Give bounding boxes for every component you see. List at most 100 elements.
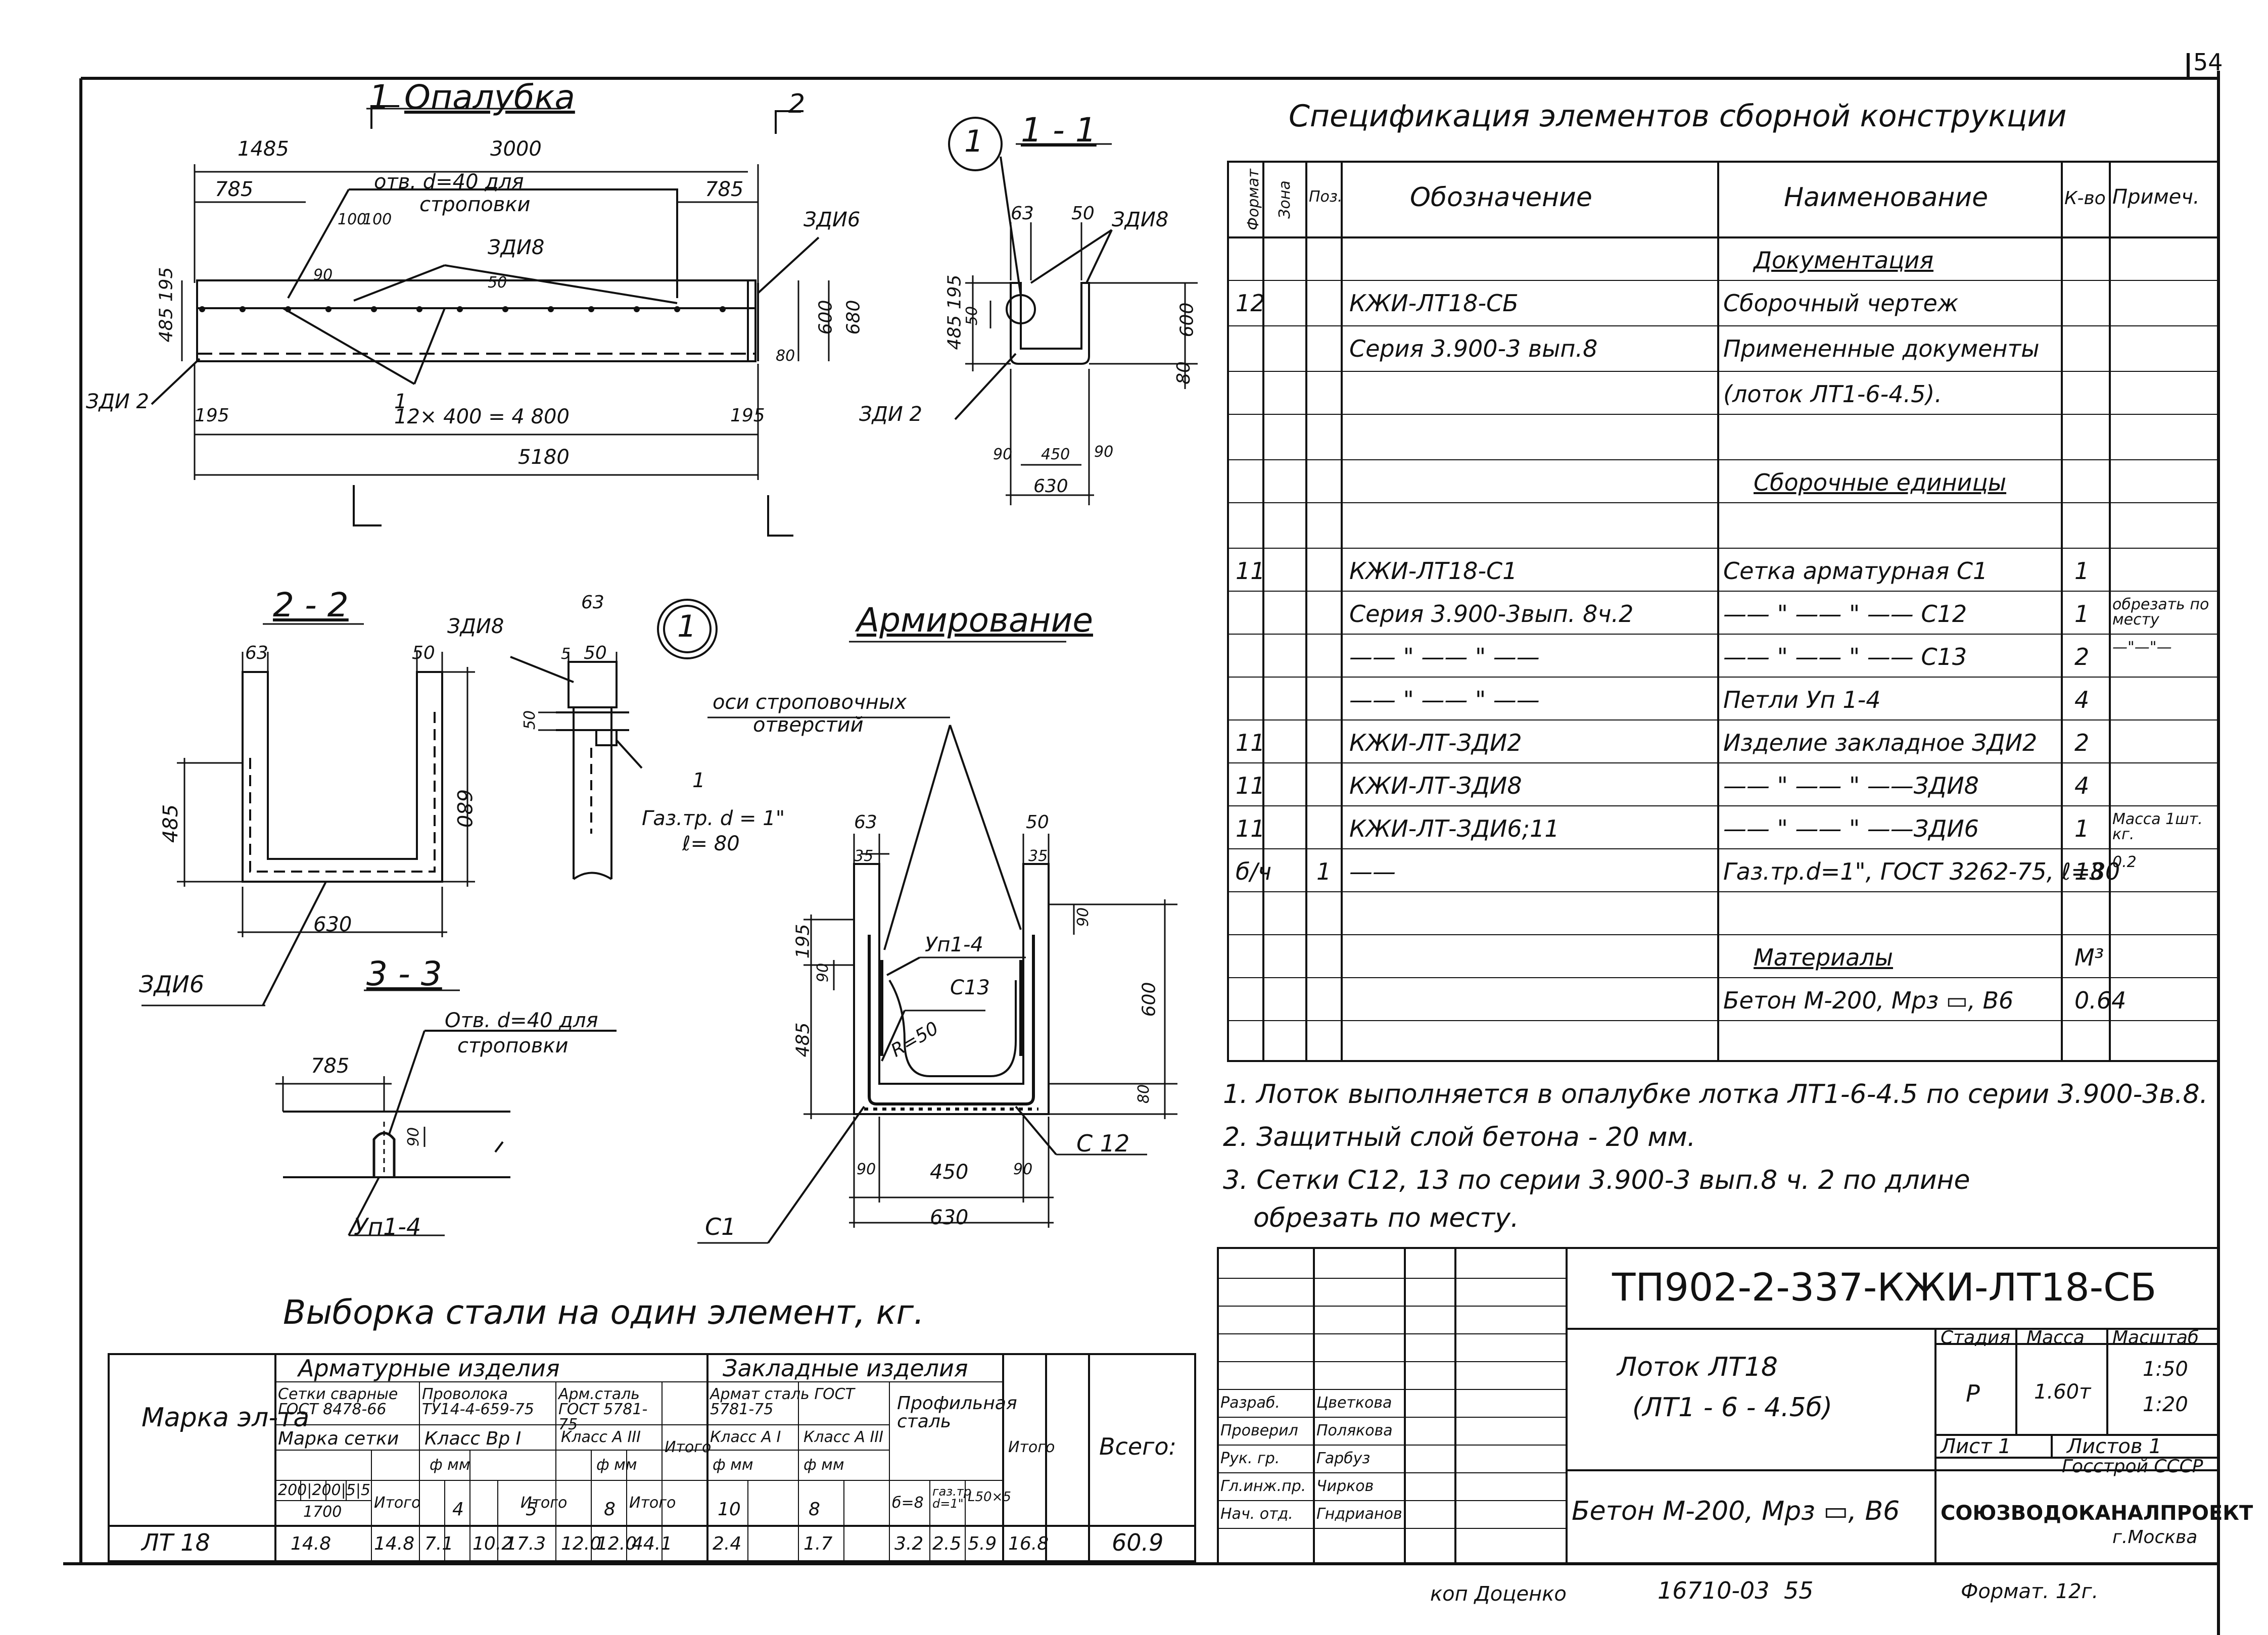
dim-630-s11: 630	[1033, 476, 1068, 497]
note-holes-s33: Отв. d=40 для	[445, 1009, 598, 1032]
dim-450-arm: 450	[930, 1161, 969, 1184]
dim-80-s11: 80	[1173, 361, 1194, 384]
spec-cell-qty: 1	[2074, 815, 2090, 842]
dim-90d-arm: 90	[1013, 1161, 1033, 1178]
spec-cell-format: 11	[1236, 815, 1265, 842]
tb-name: Полякова	[1316, 1422, 1393, 1439]
section-2-2-title: 2 - 2	[273, 586, 349, 624]
steel-h-total-2: Итого	[1008, 1438, 1055, 1456]
dim-50b-d1: 50	[521, 710, 539, 730]
title-block-grid	[1217, 1247, 2219, 1565]
steel-h-wire-d5: 5	[526, 1499, 537, 1520]
spec-grid	[1227, 161, 2219, 1062]
steel-h-prof-b8: б=8	[892, 1494, 924, 1512]
steel-subgrid	[275, 1381, 1003, 1561]
note-3-cont: обрезать по месту.	[1253, 1203, 1519, 1233]
label-zdi8-opalubka: ЗДИ8	[488, 236, 545, 259]
steel-h-net-val: 1700	[303, 1503, 342, 1521]
label-c13-arm: С13	[950, 976, 990, 999]
spec-cell-qty: 4	[2074, 772, 2090, 799]
steel-h-class-a3b: Класс А III	[804, 1428, 883, 1446]
steel-cell: 1.7	[804, 1533, 833, 1554]
steel-h-mark-net: Марка сетки	[278, 1428, 399, 1449]
spec-cell-designation: КЖИ-ЛТ-ЗДИ8	[1349, 772, 1522, 799]
dim-63-d1: 63	[581, 592, 604, 613]
label-zdi8-d1: ЗДИ8	[447, 615, 504, 638]
spec-cell-name: —— " —— " —— С12	[1723, 600, 1967, 628]
tb-organization: СОЮЗВОДОКАНАЛПРОЕКТ	[1941, 1502, 2253, 1525]
tb-role: Рук. гр.	[1220, 1450, 1280, 1467]
steel-h-net-sizes: 200|200|5|5	[278, 1481, 371, 1499]
dim-90a-arm: 90	[814, 963, 832, 983]
steel-h-class-a1: Класс А I	[710, 1428, 781, 1446]
spec-cell-qty: 1	[2074, 600, 2090, 628]
concrete-spec: Бетон М-200, Мрз ▭, В6	[1572, 1496, 1900, 1526]
dim-50-opalubka: 50	[488, 274, 507, 292]
spec-row-lines	[1228, 280, 2218, 1021]
archive-sheet: 55	[1784, 1577, 1814, 1604]
steel-h-a3-d8: 8	[809, 1499, 820, 1520]
steel-cell: 12.0	[561, 1533, 602, 1554]
dim-600-opalubka: 600	[815, 300, 836, 335]
label-zdi8-s11: ЗДИ8	[1112, 208, 1169, 231]
steel-h-prof: Профильная сталь	[897, 1393, 1017, 1432]
dim-90a-s11: 90	[993, 446, 1013, 463]
dim-3000: 3000	[490, 137, 542, 161]
steel-cell: ЛТ 18	[141, 1529, 210, 1556]
spec-cell-format: б/ч	[1236, 858, 1272, 885]
tb-city: г.Москва	[2112, 1527, 2198, 1548]
note-holes2-s33: строповки	[457, 1034, 569, 1057]
dim-450-s11: 450	[1041, 446, 1070, 463]
steel-h-phi-a1: ф мм	[713, 1456, 753, 1474]
dim-35b-arm: 35	[1028, 847, 1048, 865]
label-1-d1: 1	[692, 769, 705, 792]
label-loop-s33: Уп1-4	[354, 1213, 421, 1240]
steel-cell: 44.1	[632, 1533, 673, 1554]
steel-cell: 16.8	[1008, 1533, 1049, 1554]
tb-h-scale: Масштаб	[2112, 1327, 2199, 1348]
dim-630-s22: 630	[313, 913, 352, 936]
spec-cell-qty: 2	[2074, 643, 2090, 670]
label-pipe-d1: Газ.тр. d = 1"	[642, 807, 785, 830]
spec-header-zone: Зона	[1275, 180, 1294, 219]
spec-cell-designation: КЖИ-ЛТ18-С1	[1349, 557, 1518, 585]
page-number: 54	[2193, 49, 2223, 76]
dim-80-arm: 80	[1135, 1084, 1153, 1104]
steel-h-total-1: Итого	[665, 1438, 712, 1456]
steel-cell: 12.0	[596, 1533, 637, 1554]
steel-h-phi-arm: ф мм	[596, 1456, 637, 1474]
dim-63-s22: 63	[245, 643, 268, 663]
tb-role: Проверил	[1220, 1422, 1298, 1439]
dim-195-right: 195	[730, 405, 765, 426]
steel-h-phi-wire: ф мм	[430, 1456, 470, 1474]
label-up14-arm: Уп1-4	[925, 933, 983, 956]
spec-cell-qty: 2	[2074, 729, 2090, 756]
spec-cell-format: 12	[1236, 290, 1265, 317]
dim-600-arm: 600	[1139, 982, 1160, 1017]
steel-h-total-5: Итого	[629, 1494, 676, 1512]
steel-h-class-a3: Класс А III	[561, 1428, 641, 1446]
section-1-1-title: 1 - 1	[1021, 111, 1097, 150]
section-1-1	[948, 117, 1198, 505]
dim-50a-d1: 50	[584, 643, 607, 663]
spec-cell-name: —— " —— " ——ЗДИ6	[1723, 815, 1979, 842]
dim-63-s11: 63	[1011, 203, 1034, 224]
steel-h-mark-1: Марка эл-та	[141, 1403, 310, 1433]
steel-grid	[108, 1353, 1196, 1562]
tb-name: Гарбуз	[1316, 1450, 1371, 1467]
steel-h-prof-angle: L50×5	[968, 1489, 1011, 1505]
note-3: 3. Сетки С12, 13 по серии 3.900-3 вып.8 …	[1223, 1165, 1970, 1195]
spec-cell-name: Сборочный чертеж	[1723, 290, 1959, 317]
spec-header-qty: К-во	[2064, 188, 2106, 209]
dim-195-left: 195	[195, 405, 229, 426]
tb-stage: Р	[1966, 1380, 1980, 1407]
tb-sheet: Лист 1	[1941, 1435, 2011, 1458]
spec-cell-qty: 13	[2074, 858, 2104, 885]
label-zdi6-opalubka: ЗДИ6	[804, 208, 861, 231]
spec-cell-note: обрезать по месту	[2112, 596, 2209, 629]
copied-by: коп Доценко	[1430, 1582, 1567, 1606]
tb-role: Нач. отд.	[1220, 1505, 1293, 1523]
armirovanie-title: Армирование	[857, 601, 1093, 640]
spec-cell-name: —— " —— " —— С13	[1723, 643, 1967, 670]
steel-h-nets: Сетки сварные ГОСТ 8478-66	[278, 1385, 398, 1418]
